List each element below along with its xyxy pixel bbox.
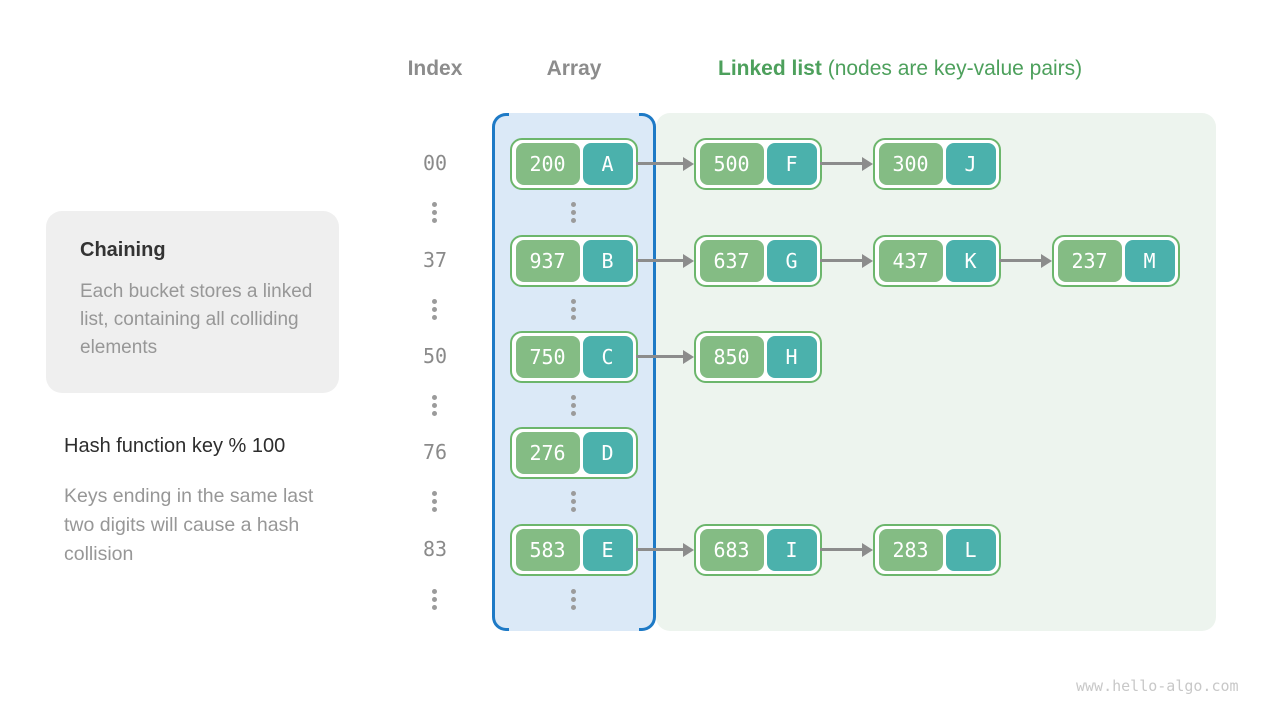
kv-node: 300 J: [873, 138, 1001, 190]
node-value: F: [766, 143, 817, 185]
arrow-icon: [820, 157, 873, 171]
node-key: 937: [515, 240, 580, 282]
index-label: 50: [422, 344, 448, 368]
arrow-icon: [636, 350, 694, 364]
index-label: 76: [422, 440, 448, 464]
node-key: 637: [699, 240, 764, 282]
site-watermark: www.hello-algo.com: [1076, 677, 1239, 695]
node-value: J: [945, 143, 996, 185]
ellipsis-icon: [432, 395, 437, 416]
node-key: 283: [878, 529, 943, 571]
kv-node: 583 E: [510, 524, 638, 576]
kv-node: 200 A: [510, 138, 638, 190]
node-value: H: [766, 336, 817, 378]
arrow-icon: [999, 254, 1052, 268]
index-label: 37: [422, 248, 448, 272]
node-value: M: [1124, 240, 1175, 282]
node-key: 237: [1057, 240, 1122, 282]
index-column-header: Index: [407, 57, 463, 80]
node-key: 276: [515, 432, 580, 474]
node-value: C: [582, 336, 633, 378]
node-value: L: [945, 529, 996, 571]
node-key: 850: [699, 336, 764, 378]
node-key: 300: [878, 143, 943, 185]
ellipsis-icon: [571, 395, 576, 416]
node-value: K: [945, 240, 996, 282]
collision-note: Keys ending in the same last two digits …: [64, 485, 314, 565]
kv-node: 937 B: [510, 235, 638, 287]
ellipsis-icon: [432, 589, 437, 610]
kv-node: 637 G: [694, 235, 822, 287]
kv-node: 237 M: [1052, 235, 1180, 287]
node-value: A: [582, 143, 633, 185]
arrow-icon: [820, 254, 873, 268]
ellipsis-icon: [432, 491, 437, 512]
kv-node: 283 L: [873, 524, 1001, 576]
index-label: 00: [422, 151, 448, 175]
ellipsis-icon: [571, 589, 576, 610]
ellipsis-icon: [571, 491, 576, 512]
node-value: E: [582, 529, 633, 571]
kv-node: 276 D: [510, 427, 638, 479]
node-key: 583: [515, 529, 580, 571]
kv-node: 750 C: [510, 331, 638, 383]
ellipsis-icon: [432, 299, 437, 320]
arrow-icon: [636, 157, 694, 171]
node-key: 500: [699, 143, 764, 185]
linked-list-column-header: Linked list (nodes are key-value pairs): [718, 57, 1082, 81]
node-value: D: [582, 432, 633, 474]
node-value: G: [766, 240, 817, 282]
array-bracket-left: [492, 113, 509, 631]
node-value: B: [582, 240, 633, 282]
arrow-icon: [820, 543, 873, 557]
node-value: I: [766, 529, 817, 571]
kv-node: 500 F: [694, 138, 822, 190]
ellipsis-icon: [432, 202, 437, 223]
arrow-icon: [636, 543, 694, 557]
linked-list-header-bold: Linked list: [718, 57, 822, 80]
chaining-description: Each bucket stores a linked list, contai…: [80, 281, 313, 358]
array-column-header: Array: [546, 57, 602, 80]
node-key: 750: [515, 336, 580, 378]
index-label: 83: [422, 537, 448, 561]
arrow-icon: [636, 254, 694, 268]
ellipsis-icon: [571, 299, 576, 320]
chaining-title: Chaining: [80, 239, 166, 261]
array-bracket-right: [639, 113, 656, 631]
hash-function-label: Hash function key % 100: [64, 435, 286, 457]
kv-node: 850 H: [694, 331, 822, 383]
kv-node: 437 K: [873, 235, 1001, 287]
kv-node: 683 I: [694, 524, 822, 576]
node-key: 437: [878, 240, 943, 282]
chaining-callout: Chaining Each bucket stores a linked lis…: [46, 211, 339, 393]
ellipsis-icon: [571, 202, 576, 223]
node-key: 200: [515, 143, 580, 185]
linked-list-header-note: (nodes are key-value pairs): [827, 57, 1083, 80]
node-key: 683: [699, 529, 764, 571]
